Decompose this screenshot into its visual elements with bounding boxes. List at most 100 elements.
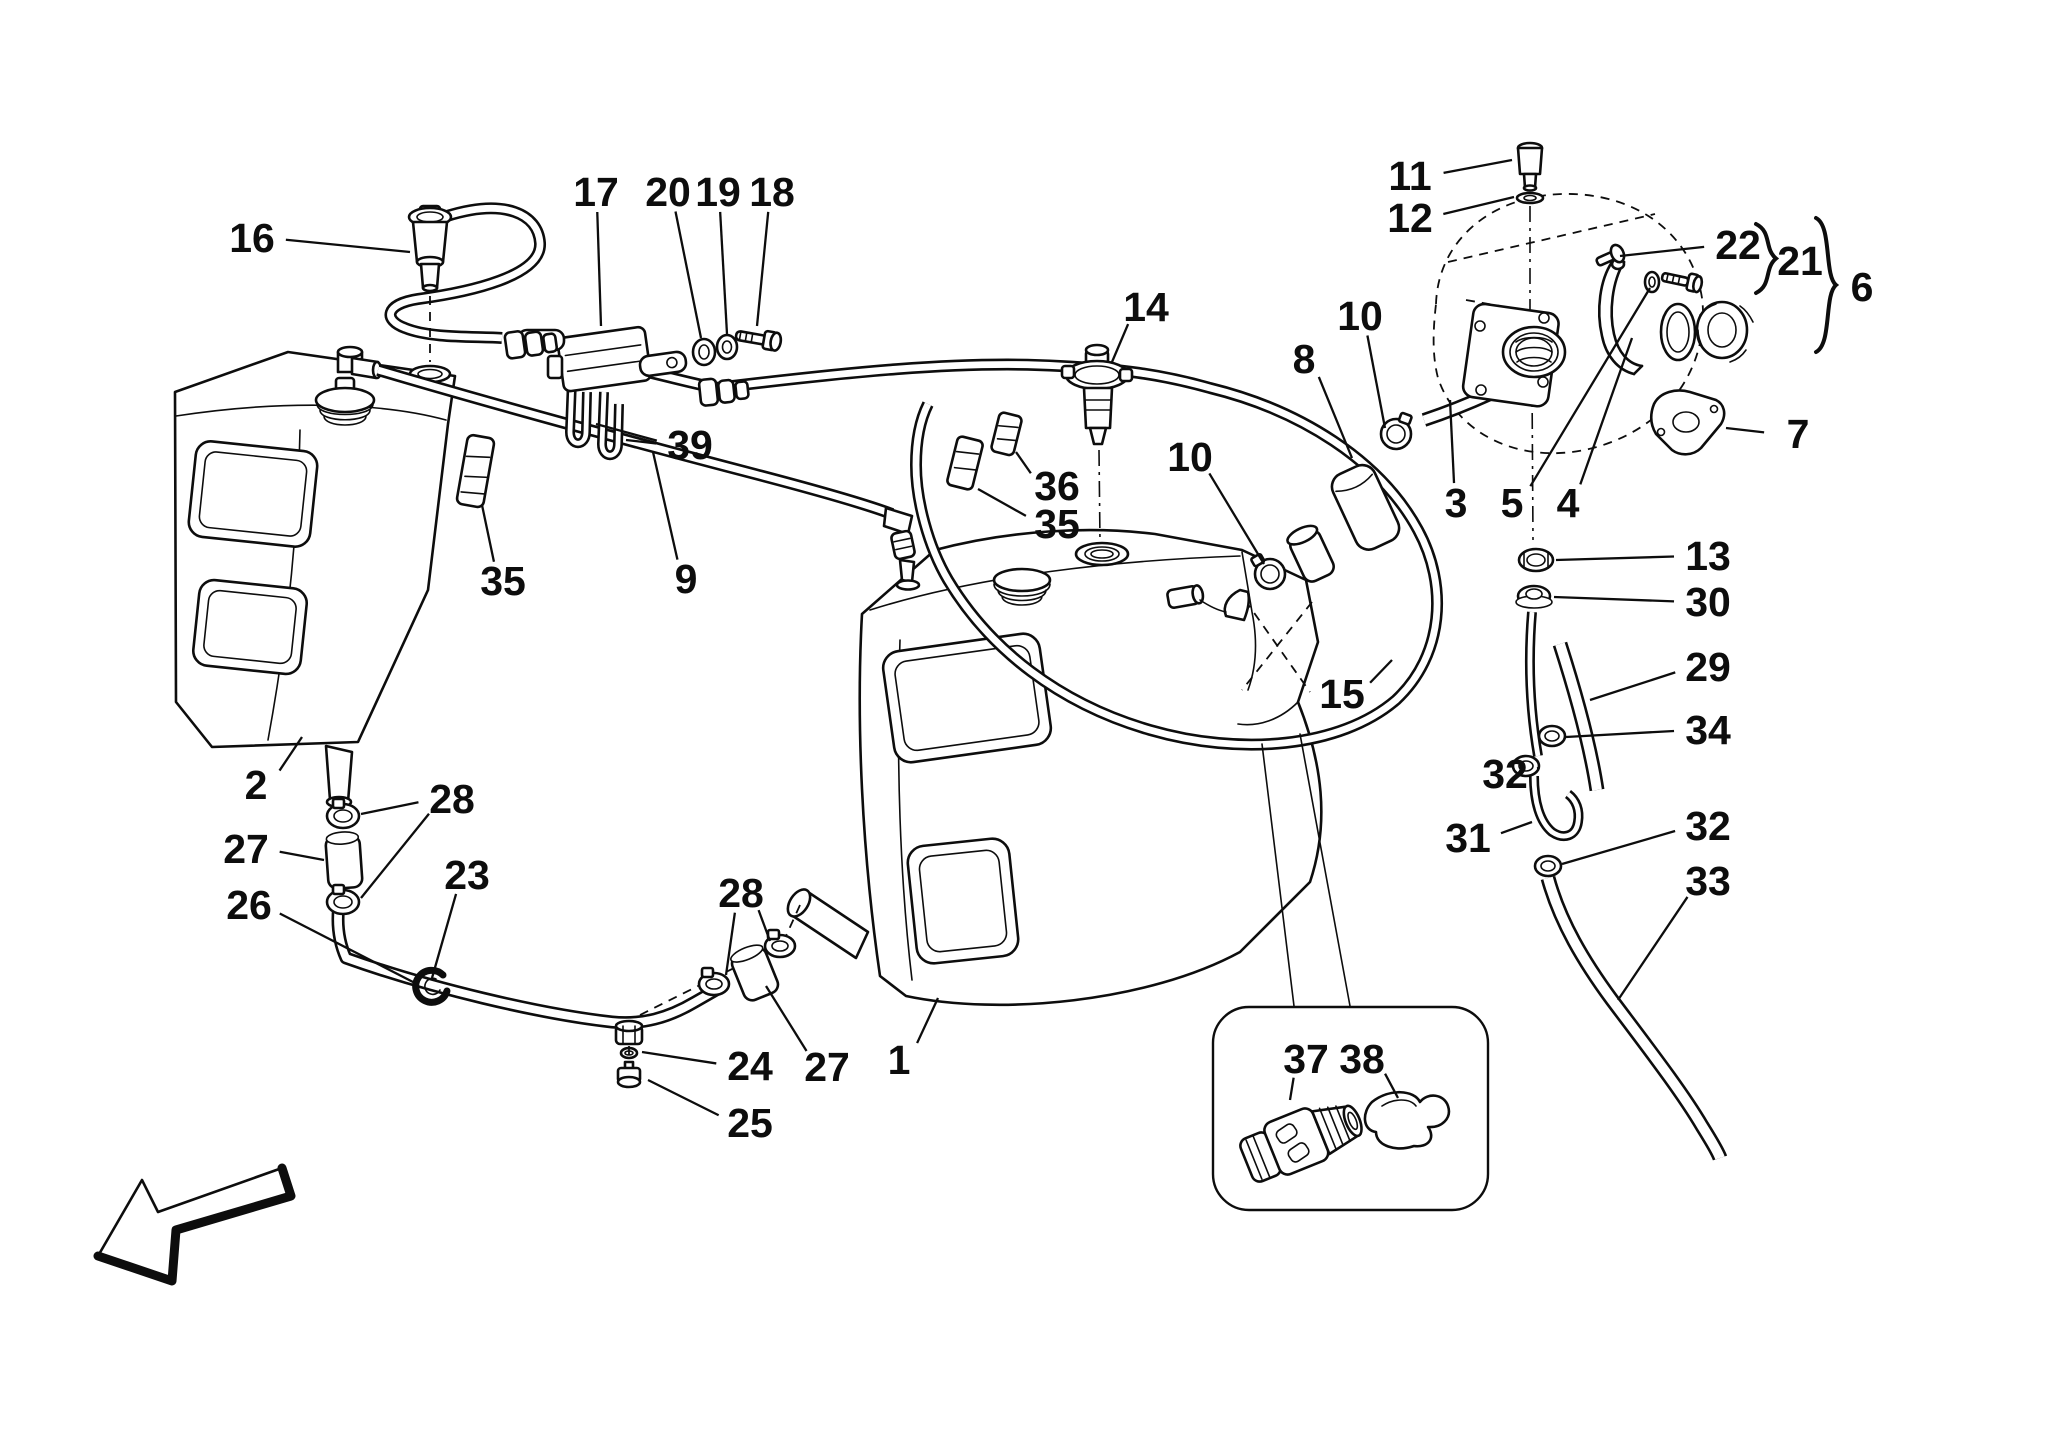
- left-tank-filler-cap: [314, 376, 376, 426]
- callout-number-26: 26: [226, 882, 272, 928]
- pipe-clip-26: [412, 966, 451, 1006]
- callout-leader-29: [1589, 671, 1676, 702]
- callout-number-10: 10: [1337, 293, 1383, 339]
- callout-leader-35: [480, 504, 496, 562]
- pipe-connector-fittings: [697, 377, 750, 407]
- bolt-18: [734, 329, 783, 352]
- callout-number-38: 38: [1339, 1036, 1385, 1082]
- callout-leader-15: [1369, 659, 1393, 684]
- callout-leader-18: [755, 211, 770, 327]
- callout-number-8: 8: [1293, 336, 1316, 382]
- callout-leader-20: [674, 211, 703, 339]
- callout-number-36: 36: [1034, 463, 1080, 509]
- hose16-connector: [503, 330, 559, 360]
- callout-leader-26: [279, 912, 414, 984]
- callout-number-35: 35: [1034, 501, 1080, 547]
- callout-leader-39: [625, 438, 657, 445]
- brace-layer: [1754, 216, 1840, 354]
- callout-leader-36: [1015, 451, 1032, 474]
- main-tank-sender-opening: [992, 567, 1052, 606]
- union-nut-13: [1517, 547, 1555, 573]
- callout-number-7: 7: [1787, 411, 1810, 457]
- callout-leader-28: [757, 909, 772, 942]
- callout-number-25: 25: [727, 1100, 773, 1146]
- callout-number-9: 9: [675, 556, 698, 602]
- callout-number-27: 27: [223, 826, 269, 872]
- left-fuel-tank: [173, 345, 457, 809]
- callout-leader-28: [360, 801, 419, 816]
- tank-recess: [881, 632, 1053, 764]
- callout-leader-12: [1443, 195, 1515, 216]
- vent-elbow: [1199, 588, 1251, 622]
- main-fuel-tank: [639, 528, 1323, 1016]
- callout-number-15: 15: [1319, 671, 1365, 717]
- callout-leader-27: [765, 985, 808, 1052]
- callout-leader-22: [1619, 245, 1705, 258]
- callout-number-11: 11: [1388, 153, 1431, 199]
- mount-block-35-right: [946, 435, 984, 491]
- callout-number-23: 23: [444, 852, 490, 898]
- hose-clamp-28-right-upper: [763, 928, 797, 959]
- callout-leader-23: [430, 893, 458, 979]
- callout-number-27: 27: [804, 1044, 850, 1090]
- callout-number-35: 35: [480, 558, 526, 604]
- tank-recess: [187, 440, 319, 548]
- callout-number-14: 14: [1123, 284, 1169, 330]
- fuel-pipe-23: [331, 896, 720, 1030]
- callout-leader-33: [1617, 896, 1689, 1001]
- washer-20: [691, 337, 717, 367]
- mount-block-35-left: [455, 433, 496, 509]
- washer-19: [715, 333, 739, 361]
- callout-leader-28: [360, 813, 430, 899]
- callout-leader-30: [1553, 595, 1675, 603]
- callout-number-6: 6: [1851, 264, 1874, 310]
- quick-connector-37: [1239, 1104, 1363, 1183]
- callout-leader-8: [1317, 376, 1354, 459]
- pipe-union-nut: [614, 1019, 644, 1046]
- hose-clamp-32-lower: [1533, 854, 1563, 878]
- callout-leader-37: [1288, 1077, 1295, 1101]
- callout-number-32: 32: [1482, 751, 1528, 797]
- callout-number-34: 34: [1685, 707, 1731, 753]
- callout-number-28: 28: [718, 870, 764, 916]
- callout-leader-25: [647, 1078, 720, 1117]
- callout-number-30: 30: [1685, 579, 1731, 625]
- callout-number-39: 39: [667, 422, 713, 468]
- callout-leader-14: [1110, 323, 1130, 363]
- callout-number-21: 21: [1777, 238, 1823, 284]
- washer-12: [1515, 191, 1545, 205]
- junction-tube-31: [1529, 775, 1584, 842]
- callout-leader-5: [1529, 287, 1651, 487]
- callout-leader-9: [651, 451, 679, 560]
- breather-cap-16: [407, 204, 453, 362]
- callout-number-16: 16: [229, 215, 275, 261]
- callout-leader-27: [279, 850, 325, 862]
- inset-reference-lines: [1261, 733, 1351, 1007]
- hose-clamp-28-left-upper: [325, 797, 361, 830]
- callout-number-1: 1: [888, 1037, 911, 1083]
- callout-leader-10: [1366, 335, 1387, 429]
- callout-number-17: 17: [573, 169, 619, 215]
- callout-number-2: 2: [245, 762, 268, 808]
- callout-number-19: 19: [695, 169, 741, 215]
- callout-leader-38: [1384, 1073, 1400, 1099]
- fuel-pump-14: [1060, 343, 1134, 543]
- callout-number-33: 33: [1685, 858, 1731, 904]
- tank-recess: [191, 578, 309, 676]
- callout-number-4: 4: [1557, 480, 1580, 526]
- tank-recess: [906, 837, 1020, 965]
- callout-leader-1: [916, 997, 940, 1044]
- hose9-elbow-fitting: [882, 506, 921, 591]
- plug-11: [1516, 141, 1544, 192]
- callout-leader-11: [1443, 158, 1513, 175]
- hose-clamp-10-upper: [1379, 411, 1413, 451]
- callout-number-5: 5: [1501, 480, 1524, 526]
- gasket-plate-7: [1649, 389, 1726, 456]
- hose-clamp-32-upper: [1511, 754, 1541, 778]
- callout-number-32: 32: [1685, 803, 1731, 849]
- hose-clamp-34: [1537, 724, 1567, 748]
- callout-number-24: 24: [727, 1043, 773, 1089]
